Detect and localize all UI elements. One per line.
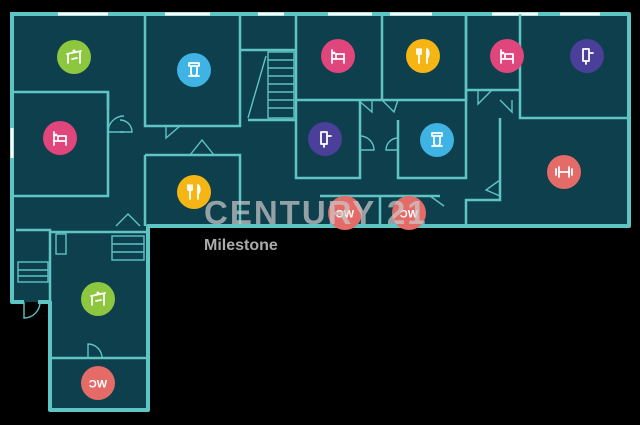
wc-icon: WC [392,196,426,230]
bath-badge [420,123,454,157]
bath-icon [177,53,211,87]
dryer-badge [570,39,604,73]
wc-icon: WC [81,366,115,400]
wc-badge [392,196,426,230]
watermark-office: Milestone [204,237,278,254]
outer-wall [10,12,631,412]
room-icons: WC WC WC [43,39,604,400]
floor-area [10,14,629,410]
bed-icon [43,121,77,155]
gym-icon [547,155,581,189]
svg-text:WC: WC [89,379,107,391]
bath-icon [420,123,454,157]
svg-text:WC: WC [336,209,354,221]
bath-badge [177,53,211,87]
dining-icon [81,282,115,316]
kitchen-badge [177,175,211,209]
dining-badge [81,282,115,316]
bed-badge [321,39,355,73]
bed-icon [321,39,355,73]
staircase [17,51,295,283]
watermark: CENTURY 21 Milestone [204,194,428,254]
wc-badge [328,196,362,230]
svg-text:WC: WC [400,209,418,221]
dryer-icon [308,122,342,156]
doors [23,89,513,359]
kitchen-badge [406,39,440,73]
wc-badge [81,366,115,400]
watermark-brand: CENTURY 21 [204,194,428,231]
bed-badge [43,121,77,155]
windows [10,12,600,158]
wc-icon: WC [328,196,362,230]
dining-badge [57,40,91,74]
dining-icon [57,40,91,74]
bed-icon [490,39,524,73]
kitchen-icon [406,39,440,73]
kitchen-icon [177,175,211,209]
bed-badge [490,39,524,73]
dryer-icon [570,39,604,73]
dryer-badge [308,122,342,156]
